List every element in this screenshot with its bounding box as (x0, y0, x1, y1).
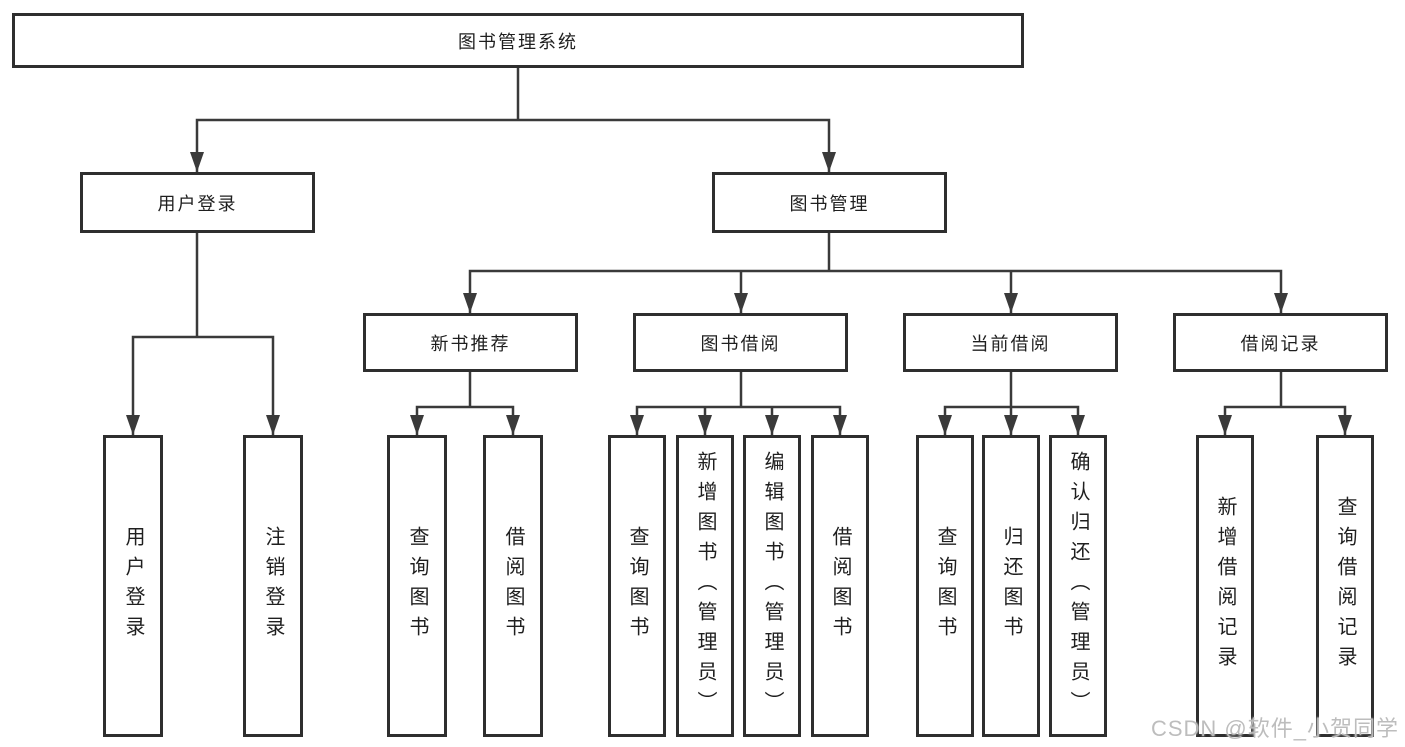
leaf-add-book-admin: 新增图书（管理员） (676, 435, 734, 737)
node-book-borrow: 图书借阅 (633, 313, 848, 372)
node-book-management: 图书管理 (712, 172, 947, 233)
leaf-query-book-current: 查询图书 (916, 435, 974, 737)
leaf-edit-book-admin: 编辑图书（管理员） (743, 435, 801, 737)
node-new-book-recommend: 新书推荐 (363, 313, 578, 372)
leaf-logout: 注销登录 (243, 435, 303, 737)
leaf-borrow-book-recommend: 借阅图书 (483, 435, 543, 737)
leaf-user-login: 用户登录 (103, 435, 163, 737)
leaf-query-book-borrow: 查询图书 (608, 435, 666, 737)
leaf-add-borrow-record: 新增借阅记录 (1196, 435, 1254, 737)
node-library-system: 图书管理系统 (12, 13, 1024, 68)
leaf-borrow-book: 借阅图书 (811, 435, 869, 737)
arrowhead-icons (126, 152, 1352, 435)
node-current-borrow: 当前借阅 (903, 313, 1118, 372)
leaf-query-borrow-record: 查询借阅记录 (1316, 435, 1374, 737)
leaf-return-book: 归还图书 (982, 435, 1040, 737)
leaf-query-book-recommend: 查询图书 (387, 435, 447, 737)
node-borrow-records: 借阅记录 (1173, 313, 1388, 372)
node-user-login: 用户登录 (80, 172, 315, 233)
csdn-watermark: CSDN @软件_小贺同学 (1150, 716, 1399, 741)
leaf-confirm-return-admin: 确认归还（管理员） (1049, 435, 1107, 737)
